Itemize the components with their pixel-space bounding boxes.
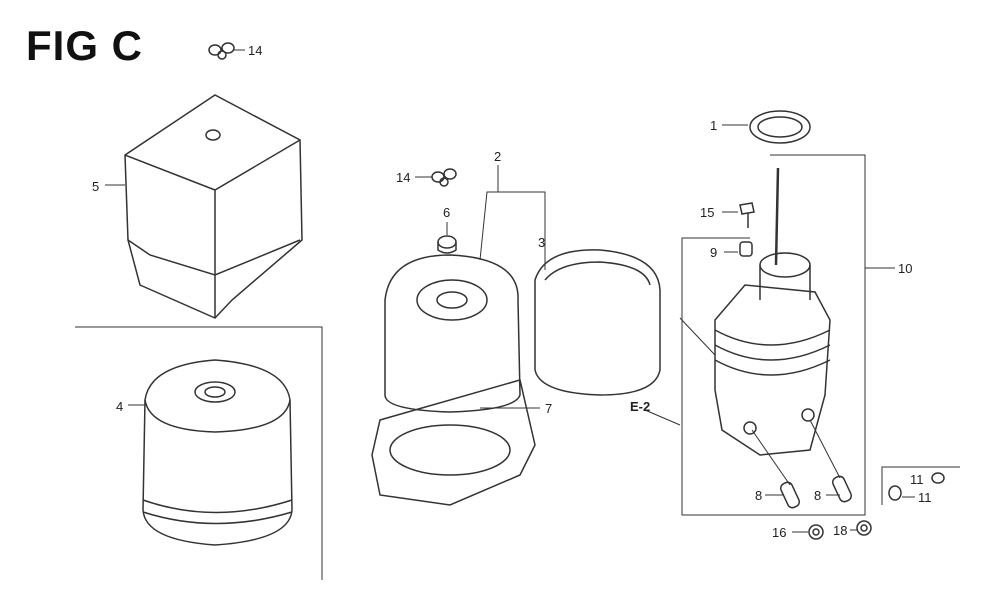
air-cleaner-element-part-4 bbox=[128, 359, 293, 546]
wing-nut-part-14-mid bbox=[415, 168, 457, 187]
washer-part-11 bbox=[888, 472, 945, 501]
collar-part-9 bbox=[724, 241, 753, 257]
callout-14-mid: 14 bbox=[396, 170, 411, 185]
callout-16: 16 bbox=[772, 525, 787, 540]
callout-5: 5 bbox=[92, 179, 100, 194]
nut-part-16 bbox=[792, 524, 824, 540]
stud-bolt bbox=[774, 167, 780, 266]
leader-part-10 bbox=[681, 154, 866, 516]
bolt-part-15 bbox=[722, 202, 755, 228]
gasket-part-1 bbox=[722, 110, 811, 144]
pre-cleaner-foam-part-3 bbox=[534, 249, 661, 396]
callout-1: 1 bbox=[710, 118, 718, 133]
pin-part-8a bbox=[751, 429, 801, 509]
nut-part-18 bbox=[850, 520, 872, 536]
paper-element bbox=[384, 254, 521, 413]
leader-box-part-11 bbox=[881, 466, 960, 505]
air-cleaner-case-part-7 bbox=[371, 379, 540, 506]
air-cleaner-cover-part-5 bbox=[105, 94, 303, 319]
callout-6: 6 bbox=[443, 205, 451, 220]
leader-part-2 bbox=[479, 191, 546, 270]
callout-10: 10 bbox=[898, 261, 913, 276]
callout-9: 9 bbox=[710, 245, 718, 260]
grommet-part-6 bbox=[437, 222, 457, 254]
figure-title: FIG C bbox=[26, 22, 143, 69]
callout-7: 7 bbox=[545, 401, 553, 416]
air-cleaner-elbow bbox=[714, 252, 831, 456]
wing-nut-part-14 bbox=[208, 42, 245, 60]
callout-e2-reference: E-2 bbox=[630, 399, 651, 414]
callout-8b: 8 bbox=[814, 488, 822, 503]
callout-11b: 11 bbox=[918, 490, 932, 505]
section-divider bbox=[75, 326, 323, 580]
callout-3: 3 bbox=[538, 235, 546, 250]
callout-8a: 8 bbox=[755, 488, 763, 503]
callout-2: 2 bbox=[494, 149, 502, 164]
callout-4: 4 bbox=[116, 399, 124, 414]
callout-15: 15 bbox=[700, 205, 715, 220]
e2-arrow bbox=[644, 409, 681, 426]
callout-11a: 11 bbox=[910, 472, 924, 487]
callout-18: 18 bbox=[833, 523, 848, 538]
pin-part-8b bbox=[809, 419, 853, 503]
callout-14: 14 bbox=[248, 43, 263, 58]
